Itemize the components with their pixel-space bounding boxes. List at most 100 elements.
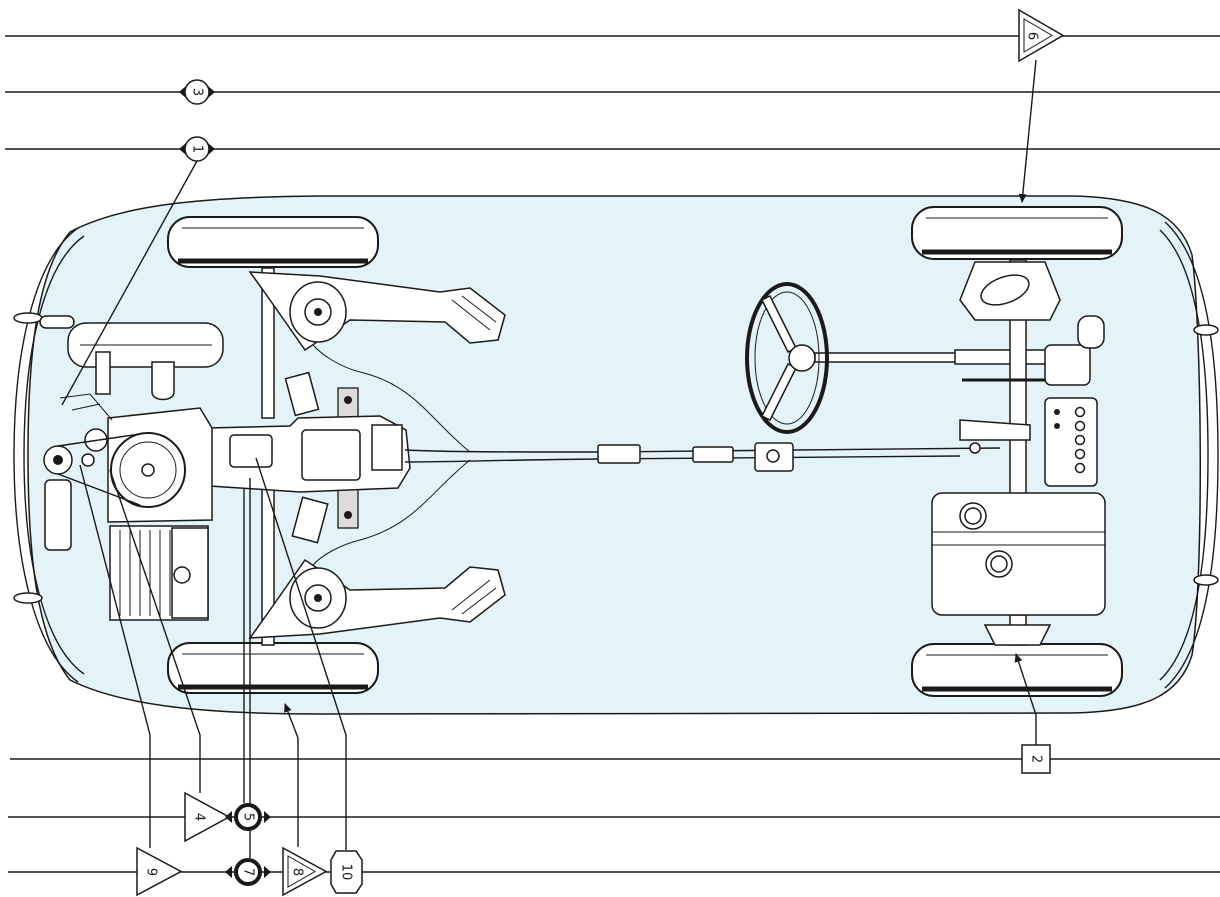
callout-label: 5 — [241, 813, 256, 821]
steering-wheel-inner-rim — [754, 291, 820, 425]
fuel-tank-body — [931, 492, 1106, 616]
handbrake-cable — [404, 455, 961, 463]
control-cables — [404, 442, 1001, 472]
front-bumper-outer — [1164, 221, 1219, 689]
circle-marker — [184, 79, 210, 105]
steering-column — [814, 352, 961, 363]
shock-absorber — [291, 496, 329, 544]
cable-connector — [692, 446, 734, 463]
bumper-bracket — [13, 312, 43, 324]
cooling-fins — [119, 530, 171, 616]
bold-circle-marker — [234, 858, 262, 886]
rear-right-tire — [167, 642, 379, 694]
callout-label: 3 — [190, 88, 205, 96]
fan-pulley-hub — [141, 463, 155, 477]
leader-line-4 — [109, 469, 201, 793]
callout-label: 1 — [190, 145, 205, 153]
brake-line — [312, 459, 471, 566]
bold-circle-marker — [234, 803, 262, 831]
fuse — [1074, 434, 1086, 446]
square-marker — [1021, 744, 1051, 774]
double-triangle-marker-inner — [287, 855, 317, 888]
gearbox-cover — [301, 429, 361, 481]
steering-wheel-rim — [745, 282, 829, 434]
spring-plate-bolt — [314, 308, 322, 316]
fan-belt — [57, 433, 141, 506]
pedal-pivot — [969, 442, 981, 454]
fuse-box-body — [1044, 397, 1098, 487]
transmission-mount — [371, 424, 403, 471]
starter-motor — [229, 434, 273, 468]
fuse — [1074, 462, 1086, 474]
pedal-cluster — [959, 419, 1031, 441]
leader-line-8 — [284, 703, 299, 847]
callout-label: 9 — [144, 868, 159, 876]
leader-line-9 — [79, 464, 151, 848]
leader-line-10 — [255, 457, 347, 850]
octagon-marker — [330, 850, 363, 894]
rear-suspension — [248, 267, 506, 646]
callout-3: 3 — [179, 79, 215, 105]
marker-pointer — [225, 866, 232, 878]
marker-pointer — [208, 143, 215, 155]
clutch-cable — [404, 447, 1001, 453]
callout-6: 6 — [1018, 8, 1065, 63]
fuel-sender-inner — [990, 555, 1008, 573]
tire — [911, 206, 1123, 260]
frame-bolt — [344, 511, 352, 519]
callout-label: 2 — [1029, 755, 1044, 763]
triangle-marker — [184, 791, 231, 843]
steering — [745, 282, 1061, 434]
marker-pointer — [179, 86, 186, 98]
lower-suspension-arm — [983, 624, 1052, 646]
marker-pointer — [225, 811, 232, 823]
brake-master-cylinder — [1077, 315, 1105, 349]
fuse-terminal — [1054, 409, 1060, 415]
crank-pulley-hub — [53, 455, 63, 465]
callout-2: 2 — [1021, 744, 1051, 774]
fuse — [1074, 406, 1086, 418]
front-right-tire — [911, 643, 1123, 697]
callout-label: 8 — [290, 868, 305, 876]
fuel-tank — [931, 492, 1106, 616]
front-shock-absorber — [980, 274, 1030, 306]
fuse-terminal — [1054, 423, 1060, 429]
callout-8: 8 — [282, 846, 328, 897]
transmission — [207, 415, 411, 493]
bumper-bracket — [1193, 324, 1219, 336]
handbrake-lever-pivot — [766, 449, 780, 463]
front-bumper-inner — [1159, 229, 1209, 681]
frame-bolt — [344, 396, 352, 404]
steering-box — [1044, 344, 1091, 386]
engine-linkage — [59, 393, 113, 421]
front-suspension — [959, 259, 1105, 646]
circle-marker — [184, 136, 210, 162]
callout-7: 7 — [225, 858, 271, 886]
callout-5: 5 — [225, 803, 271, 831]
brake-line — [312, 344, 471, 453]
exhaust-pipe — [95, 351, 111, 395]
arm-mount-detail — [451, 295, 497, 615]
rear-bumper — [13, 227, 85, 683]
callout-9: 9 — [136, 846, 183, 897]
bumper-bracket — [13, 592, 43, 604]
tailpipe — [39, 315, 75, 329]
engine — [39, 315, 224, 621]
rear-left-tire — [167, 216, 379, 268]
fan-pulley-rim — [119, 441, 177, 499]
rear-bumper-outer — [13, 227, 79, 683]
shock-absorber — [284, 371, 320, 417]
fuse-box — [1044, 397, 1098, 487]
callout-1: 1 — [179, 136, 215, 162]
callout-label: 7 — [241, 868, 256, 876]
marker-pointer — [208, 86, 215, 98]
double-triangle-marker-inner — [1023, 18, 1053, 53]
callout-4: 4 — [184, 791, 231, 843]
oil-drain-plug — [173, 566, 191, 584]
rear-brake-lines — [312, 344, 471, 566]
callout-10: 10 — [330, 850, 363, 894]
leader-line-1 — [61, 160, 198, 406]
fuel-filler-cap-inner — [964, 507, 982, 525]
callout-label: 6 — [1025, 32, 1040, 40]
